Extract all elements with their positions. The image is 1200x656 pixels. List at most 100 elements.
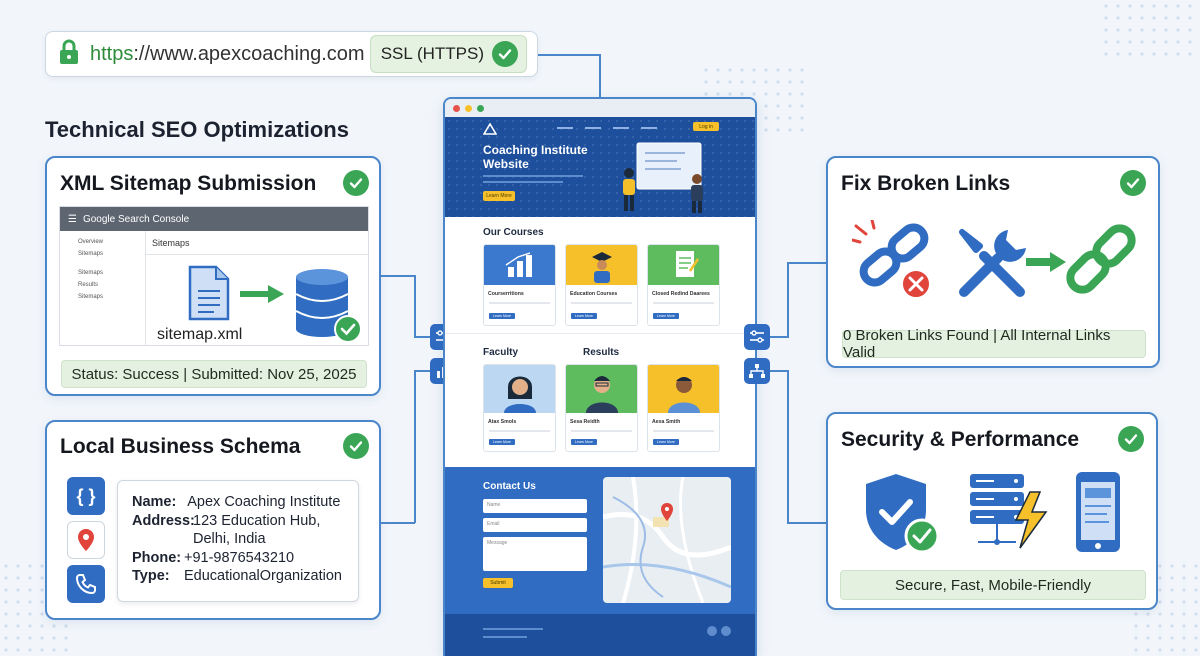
- text-line: [489, 302, 550, 304]
- name-field[interactable]: Name: [483, 499, 587, 513]
- course-card[interactable]: Courserritions Learn More: [483, 244, 556, 326]
- schema-value: EducationalOrganization: [184, 568, 342, 584]
- nav-link[interactable]: [585, 127, 601, 129]
- shield-icon: [866, 474, 940, 554]
- message-field[interactable]: Message: [483, 537, 587, 571]
- section-title: Technical SEO Optimizations: [45, 117, 349, 142]
- card-title: Fix Broken Links: [841, 172, 1011, 195]
- status-bar: 0 Broken Links Found | All Internal Link…: [842, 327, 1146, 361]
- decor-dots: [1100, 0, 1200, 60]
- check-icon: [492, 41, 518, 67]
- text-line: [653, 430, 714, 432]
- sidebar-item[interactable]: Results: [78, 282, 99, 288]
- nav-link[interactable]: [641, 127, 657, 129]
- window-close-dot[interactable]: [453, 104, 460, 112]
- sidebar-item[interactable]: Sitemaps: [78, 251, 104, 257]
- status-bar: Secure, Fast, Mobile-Friendly: [840, 570, 1146, 600]
- nav-link[interactable]: [613, 127, 629, 129]
- chart-icon: [484, 245, 555, 285]
- faculty-name: Sesa Reidth: [570, 419, 600, 425]
- check-icon: [1118, 426, 1144, 452]
- text-line: [571, 302, 632, 304]
- faculty-learn-more-button[interactable]: Learn More: [489, 439, 515, 445]
- faculty-learn-more-button[interactable]: Learn More: [571, 439, 597, 445]
- learn-more-button[interactable]: Learn More: [483, 191, 515, 201]
- connector-line: [787, 370, 789, 524]
- security-card: Security & Performance Secure, Fast, Mob…: [826, 412, 1158, 610]
- url-text: https://www.apexcoaching.com: [90, 42, 365, 65]
- graduate-icon: [566, 245, 637, 285]
- check-icon: [343, 170, 369, 196]
- sidebar-item[interactable]: Overview: [78, 239, 104, 245]
- course-title: Education Courses: [570, 291, 618, 297]
- social-icon[interactable]: [721, 626, 731, 636]
- faculty-card[interactable]: Aexa Smith Learn More: [647, 364, 720, 452]
- divider: [445, 333, 755, 334]
- website-mockup: Log in Coaching Institute Website Learn …: [443, 97, 757, 656]
- faculty-name: Atax Smols: [488, 419, 517, 425]
- course-learn-more-button[interactable]: Learn More: [653, 313, 679, 319]
- sitemap-tree-icon: [744, 358, 770, 384]
- arrow-right-icon: [1026, 252, 1066, 272]
- course-card[interactable]: Closed Redind Daarees Learn More: [647, 244, 720, 326]
- course-card[interactable]: Education Courses Learn More: [565, 244, 638, 326]
- server-icon: [970, 474, 1048, 549]
- address-bar[interactable]: https://www.apexcoaching.com SSL (HTTPS): [45, 31, 538, 77]
- check-icon: [1120, 170, 1146, 196]
- broken-link-icon: [852, 220, 931, 299]
- sitemap-filename: sitemap.xml: [157, 326, 243, 343]
- nav-link[interactable]: [557, 127, 573, 129]
- faculty-card[interactable]: Sesa Reidth Learn More: [565, 364, 638, 452]
- connector-line: [787, 522, 827, 524]
- connector-line: [770, 336, 788, 338]
- connector-line: [770, 370, 788, 372]
- tools-icon: [959, 229, 1026, 297]
- course-learn-more-button[interactable]: Learn More: [571, 313, 597, 319]
- connector-line: [787, 262, 827, 264]
- window-maximize-dot[interactable]: [477, 104, 484, 112]
- login-button[interactable]: Log in: [693, 122, 719, 131]
- avatar: [484, 365, 555, 413]
- sidebar-item[interactable]: Sitemaps: [78, 294, 104, 300]
- connector-line: [599, 54, 601, 98]
- connector-line: [414, 336, 430, 338]
- link-icon: [1066, 224, 1136, 294]
- document-icon: [188, 265, 230, 321]
- database-icon: [295, 269, 362, 343]
- connector-line: [414, 370, 430, 372]
- email-field[interactable]: Email: [483, 518, 587, 532]
- broken-links-card: Fix Broken Links 0 Broken Links Found | …: [826, 156, 1160, 368]
- sidebar-item[interactable]: Sitemaps: [78, 270, 104, 276]
- connector-line: [414, 370, 416, 523]
- card-title: Local Business Schema: [60, 435, 301, 458]
- connector-line: [381, 522, 415, 524]
- contact-section: Contact Us Name Email Message Submit: [445, 467, 755, 614]
- hero-text-line: [483, 175, 583, 177]
- phone-icon: [67, 565, 105, 603]
- social-icon[interactable]: [707, 626, 717, 636]
- course-title: Closed Redind Daarees: [652, 291, 710, 297]
- settings-sliders-icon: [744, 324, 770, 350]
- document-icon: [648, 245, 719, 285]
- map-thumbnail[interactable]: [603, 477, 731, 603]
- avatar: [648, 365, 719, 413]
- schema-key: Type:: [132, 568, 170, 584]
- text-line: [571, 430, 632, 432]
- schema-card: Local Business Schema { } Name: Apex Coa…: [45, 420, 381, 620]
- teaching-illustration: [623, 142, 703, 213]
- console-sidebar: Overview Sitemaps Sitemaps Results Sitem…: [60, 231, 146, 345]
- section-heading: Results: [583, 347, 620, 358]
- window-minimize-dot[interactable]: [465, 104, 472, 112]
- menu-icon: ☰: [68, 213, 77, 225]
- schema-key: Name:: [132, 494, 177, 510]
- footer-line: [483, 628, 543, 630]
- submit-button[interactable]: Submit: [483, 578, 513, 588]
- faculty-card[interactable]: Atax Smols Learn More: [483, 364, 556, 452]
- hero-text-line: [483, 181, 563, 183]
- hero-title: Coaching Institute Website: [483, 143, 588, 171]
- browser-chrome: [445, 99, 755, 117]
- faculty-learn-more-button[interactable]: Learn More: [653, 439, 679, 445]
- search-console-mockup: ☰Google Search Console Overview Sitemaps…: [59, 206, 369, 346]
- connector-line: [538, 54, 600, 56]
- course-learn-more-button[interactable]: Learn More: [489, 313, 515, 319]
